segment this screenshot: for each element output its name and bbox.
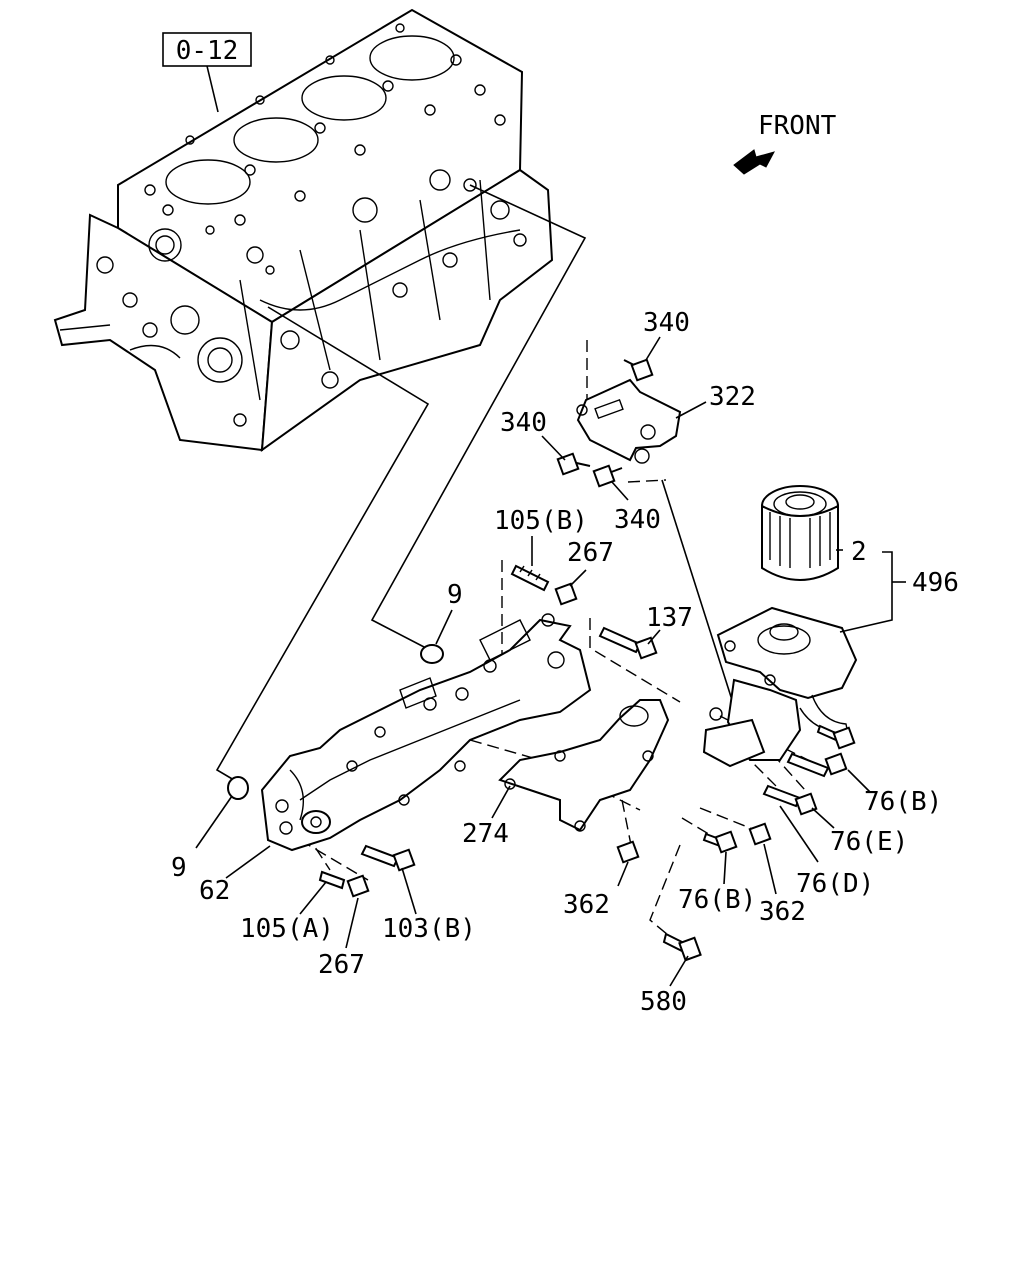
- callout-340-left: 340: [500, 408, 547, 438]
- callout-137: 137: [646, 603, 693, 633]
- callout-362-right: 362: [759, 897, 806, 927]
- callout-leaders: [195, 336, 906, 987]
- bracket-322: [576, 378, 682, 464]
- front-arrow-icon: [733, 149, 775, 175]
- callout-76d: 76(D): [796, 869, 874, 899]
- callout-76b-right: 76(B): [864, 787, 942, 817]
- callout-62: 62: [199, 876, 230, 906]
- oil-cooler-housing: [702, 606, 858, 768]
- callout-340-bottom: 340: [614, 505, 661, 535]
- front-direction-indicator: FRONT: [733, 111, 837, 175]
- oil-gallery-62: [260, 613, 592, 852]
- callout-322: 322: [709, 382, 756, 412]
- callout-580: 580: [640, 987, 687, 1017]
- callout-9-left: 9: [171, 853, 187, 883]
- front-label: FRONT: [758, 111, 837, 141]
- callout-362-left: 362: [563, 890, 610, 920]
- callout-267-top: 267: [567, 538, 614, 568]
- studs-and-nuts: [227, 564, 856, 962]
- callout-105a: 105(A): [240, 914, 334, 944]
- callout-2: 2: [851, 537, 867, 567]
- callout-496: 496: [912, 568, 959, 598]
- callout-103b: 103(B): [382, 914, 476, 944]
- callout-9-top: 9: [447, 580, 463, 610]
- callout-105b: 105(B): [494, 506, 588, 536]
- callout-76b-bottom: 76(B): [678, 885, 756, 915]
- callout-76e: 76(E): [830, 827, 908, 857]
- reference-box: 0-12: [162, 32, 252, 113]
- gasket-274: [498, 699, 670, 832]
- callout-340-top: 340: [643, 308, 690, 338]
- reference-label: 0-12: [176, 36, 239, 66]
- engine-block: [53, 8, 554, 453]
- callout-labels: 340 322 340 340 105(B) 267 2 496 9 137 7…: [171, 308, 959, 1017]
- callout-274: 274: [462, 819, 509, 849]
- callout-267-bottom: 267: [318, 950, 365, 980]
- oil-filter: [761, 485, 839, 581]
